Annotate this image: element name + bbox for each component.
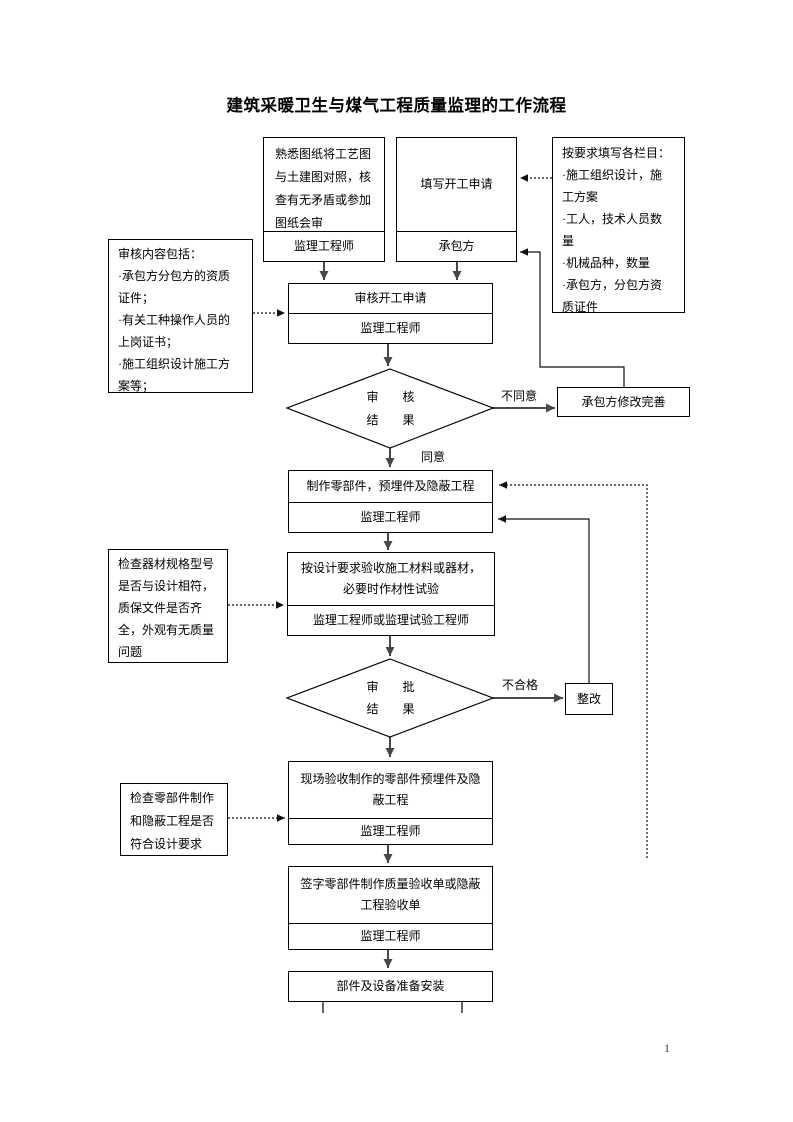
edge-label-unqualified: 不合格	[502, 678, 539, 692]
flow-node-site-acceptance-role: 监理工程师	[289, 818, 492, 844]
flow-node-prepare-drawings: 熟悉图纸将工艺图 与土建图对照，核 查有无矛盾或参加 图纸会审 监理工程师	[263, 137, 385, 262]
page-title: 建筑采暖卫生与煤气工程质量监理的工作流程	[226, 96, 567, 115]
flow-node-sign-acceptance-role: 监理工程师	[289, 923, 492, 949]
flow-node-apply-start-text: 填写开工申请	[420, 177, 493, 191]
decision-diamond-approval	[285, 658, 495, 738]
decision-diamond-review	[285, 368, 495, 449]
flow-node-fabricate-text: 制作零部件，预埋件及隐蔽工程	[306, 479, 475, 493]
annotation-fill-requirements: 按要求填写各栏目： ·施工组织设计，施 工方案 ·工人，技术人员数 量 ·机械品…	[552, 137, 685, 314]
flow-node-sign-acceptance: 签字零部件制作质量验收单或隐蔽 工程验收单 监理工程师	[288, 866, 493, 950]
flow-arrows	[319, 261, 563, 968]
flow-node-review-application: 审核开工申请 监理工程师	[288, 283, 493, 344]
flow-node-apply-start-role: 承包方	[397, 231, 516, 261]
edge-label-disagree: 不同意	[501, 389, 538, 403]
decision-approval-label: 审 批 结 果	[366, 679, 415, 717]
continuation-stubs	[322, 1002, 463, 1013]
flow-node-fabricate: 制作零部件，预埋件及隐蔽工程 监理工程师	[288, 470, 493, 533]
flow-node-fabricate-role: 监理工程师	[289, 502, 492, 532]
annotation-review-content: 审核内容包括： ·承包方分包方的资质 证件； ·有关工种操作人员的 上岗证书； …	[108, 239, 253, 393]
flow-node-material-acceptance-text: 按设计要求验收施工材料或器材， 必要时作材性试验	[300, 561, 481, 596]
flow-node-prepare-install: 部件及设备准备安装	[288, 971, 493, 1002]
flow-node-review-application-text: 审核开工申请	[354, 291, 427, 305]
feedback-lines	[498, 248, 625, 683]
flow-node-material-acceptance-role: 监理工程师或监理试验工程师	[288, 605, 494, 635]
flow-node-review-application-role: 监理工程师	[289, 313, 492, 343]
flow-node-revise: 承包方修改完善	[557, 387, 690, 417]
edge-label-agree: 同意	[421, 450, 446, 464]
annotation-parts-check: 检查零部件制作 和隐蔽工程是否 符合设计要求	[120, 783, 228, 856]
flow-node-site-acceptance-text: 现场验收制作的零部件预埋件及隐 蔽工程	[300, 772, 481, 807]
annotation-pointers	[228, 174, 648, 858]
annotation-material-check: 检查器材规格型号 是否与设计相符， 质保文件是否齐 全，外观有无质量 问题	[108, 549, 228, 663]
decision-review-label: 审 核 结 果	[366, 390, 415, 427]
flow-node-prepare-drawings-text: 熟悉图纸将工艺图 与土建图对照，核 查有无矛盾或参加 图纸会审	[275, 147, 372, 230]
flow-node-prepare-drawings-role: 监理工程师	[264, 231, 384, 261]
flow-node-rectify: 整改	[565, 683, 613, 715]
flow-node-material-acceptance: 按设计要求验收施工材料或器材， 必要时作材性试验 监理工程师或监理试验工程师	[287, 552, 495, 636]
flow-node-site-acceptance: 现场验收制作的零部件预埋件及隐 蔽工程 监理工程师	[288, 761, 493, 845]
flow-node-sign-acceptance-text: 签字零部件制作质量验收单或隐蔽 工程验收单	[300, 877, 481, 912]
flow-node-apply-start: 填写开工申请 承包方	[396, 137, 517, 262]
page-number: 1	[664, 1041, 670, 1055]
